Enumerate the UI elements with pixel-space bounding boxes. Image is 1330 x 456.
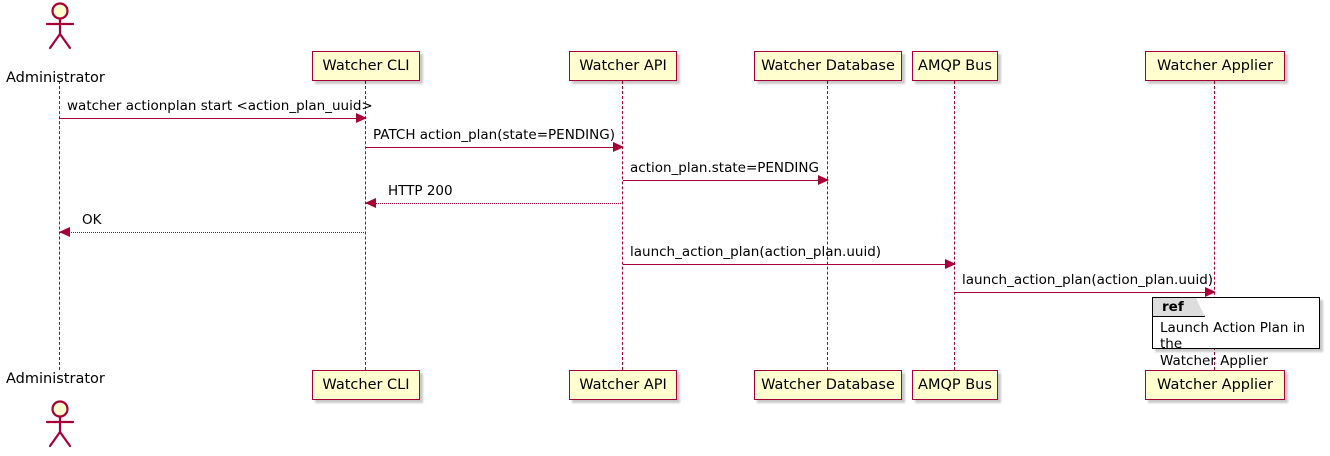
participant-watcher-applier-bottom[interactable]: Watcher Applier	[1144, 370, 1286, 400]
arrowhead-icon	[818, 175, 829, 185]
participant-label: Watcher Database	[761, 57, 895, 74]
actor-administrator-bottom	[43, 400, 77, 448]
fragment-tab-label: ref	[1153, 298, 1205, 317]
participant-label: Watcher CLI	[322, 57, 410, 74]
lifeline-watcher-cli	[365, 81, 367, 370]
message-label: watcher actionplan start <action_plan_uu…	[67, 98, 373, 115]
arrowhead-icon	[1205, 287, 1216, 297]
participant-label: Watcher API	[579, 376, 667, 393]
fragment-body-line: Launch Action Plan in the	[1160, 320, 1306, 353]
message-label: OK	[82, 212, 102, 229]
participant-label: Watcher Applier	[1157, 57, 1273, 74]
actor-label-administrator-bottom: Administrator	[6, 371, 105, 387]
lifeline-administrator	[59, 81, 61, 370]
participant-amqp-bus[interactable]: AMQP Bus	[912, 51, 998, 81]
arrowhead-icon	[613, 142, 624, 152]
message-label: launch_action_plan(action_plan.uuid)	[962, 272, 1214, 289]
participant-watcher-cli[interactable]: Watcher CLI	[311, 51, 421, 81]
message-line	[623, 264, 955, 265]
participant-watcher-api-bottom[interactable]: Watcher API	[568, 370, 678, 400]
actor-administrator	[43, 2, 77, 50]
message-line	[60, 118, 366, 119]
message-line	[366, 147, 623, 148]
message-label: HTTP 200	[388, 183, 453, 200]
actor-label-administrator-top: Administrator	[6, 70, 105, 86]
message-line	[60, 232, 366, 233]
participant-amqp-bus-bottom[interactable]: AMQP Bus	[912, 370, 998, 400]
arrowhead-icon	[356, 113, 367, 123]
arrowhead-icon	[945, 259, 956, 269]
participant-watcher-cli-bottom[interactable]: Watcher CLI	[311, 370, 421, 400]
lifeline-watcher-database	[827, 81, 829, 370]
participant-label: Watcher Database	[761, 376, 895, 393]
participant-label: Watcher API	[579, 57, 667, 74]
participant-watcher-api[interactable]: Watcher API	[568, 51, 678, 81]
participant-label: Watcher CLI	[322, 376, 410, 393]
lifeline-amqp-bus	[954, 81, 956, 370]
message-label: PATCH action_plan(state=PENDING)	[373, 127, 615, 144]
message-label: action_plan.state=PENDING	[630, 160, 819, 177]
message-line	[623, 180, 828, 181]
message-line	[955, 292, 1215, 293]
fragment-body-line: Watcher Applier	[1160, 352, 1268, 369]
lifeline-watcher-api	[622, 81, 624, 370]
participant-watcher-database-bottom[interactable]: Watcher Database	[753, 370, 903, 400]
participant-watcher-database[interactable]: Watcher Database	[753, 51, 903, 81]
message-line	[366, 203, 623, 204]
arrowhead-icon	[365, 198, 376, 208]
participant-label: Watcher Applier	[1157, 376, 1273, 393]
arrowhead-icon	[59, 227, 70, 237]
participant-label: AMQP Bus	[918, 376, 992, 393]
participant-watcher-applier[interactable]: Watcher Applier	[1144, 51, 1286, 81]
participant-label: AMQP Bus	[918, 57, 992, 74]
lifeline-watcher-applier	[1214, 81, 1216, 370]
message-label: launch_action_plan(action_plan.uuid)	[630, 244, 882, 261]
